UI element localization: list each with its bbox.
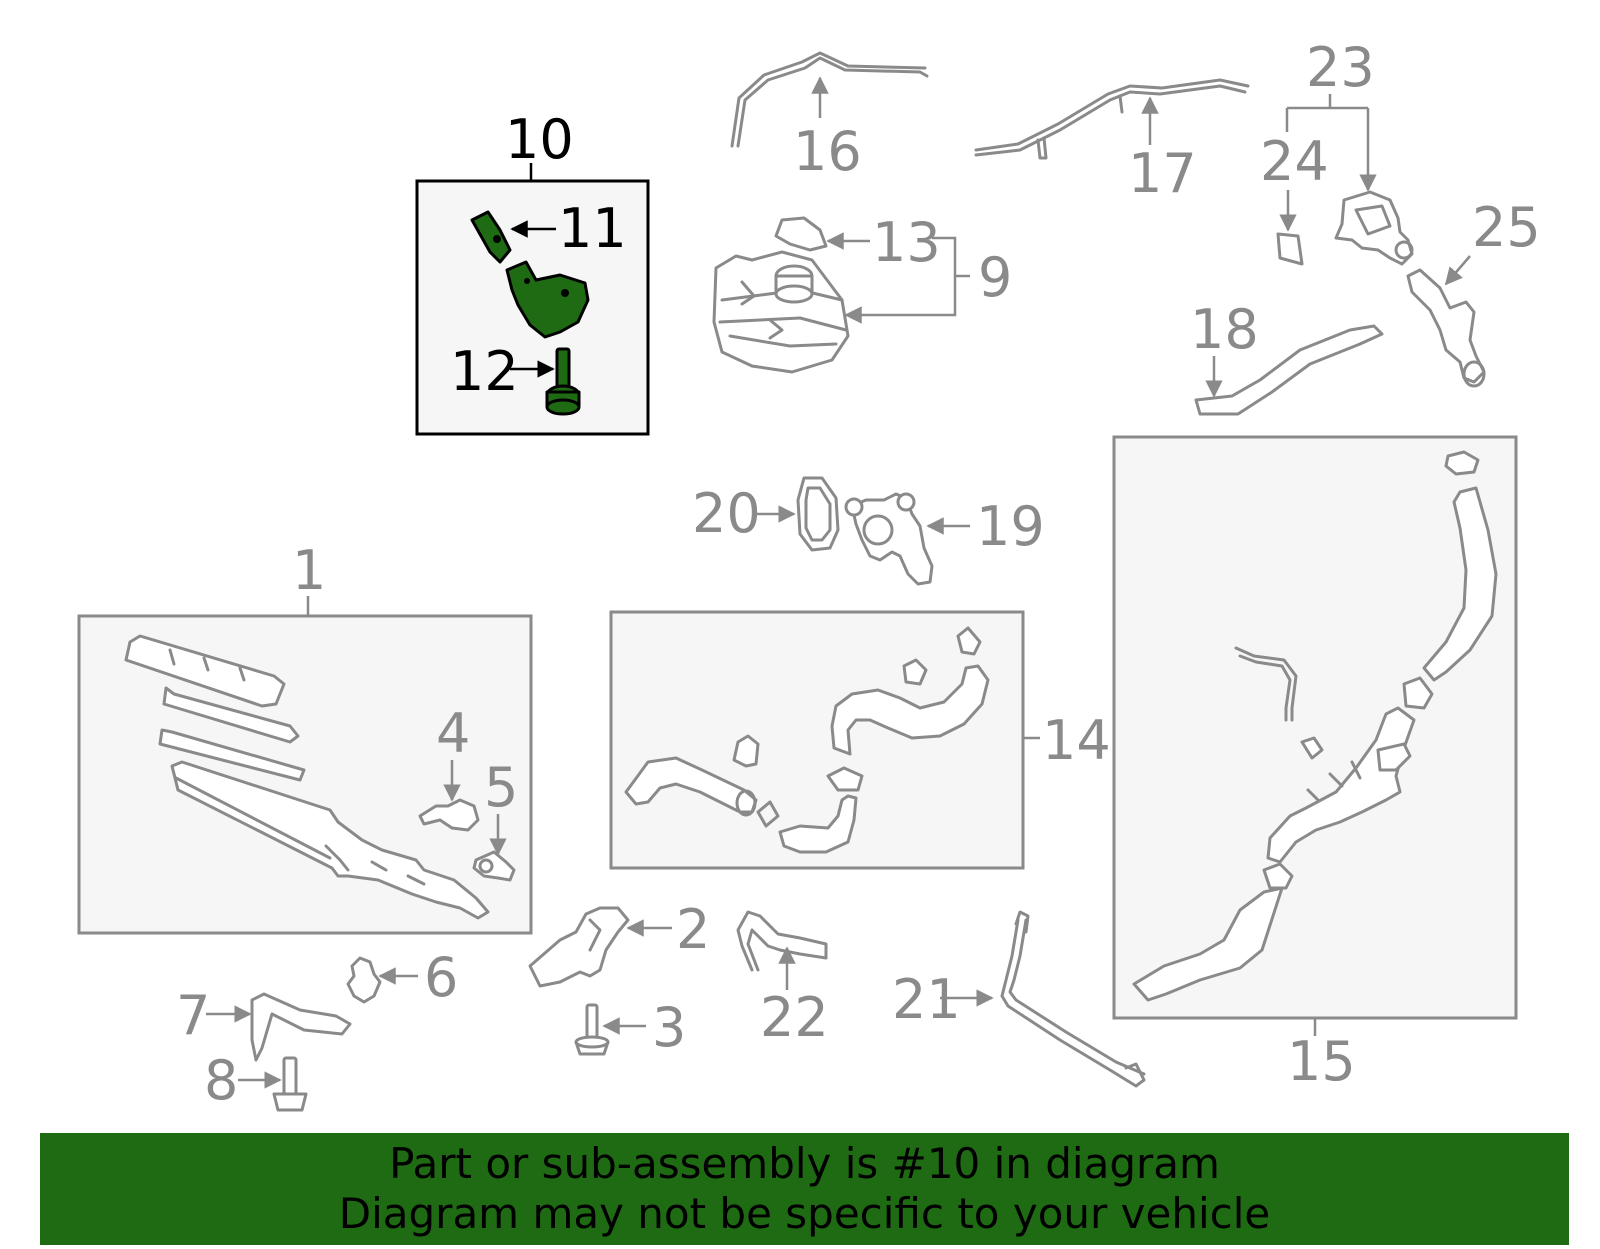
part-group-10[interactable]: 10 11 12: [415, 108, 650, 436]
callout-18: 18: [1190, 298, 1259, 361]
part-13-cap[interactable]: 13: [774, 211, 941, 274]
callout-17: 17: [1128, 142, 1197, 205]
callout-25: 25: [1472, 196, 1541, 259]
callout-11: 11: [558, 197, 627, 260]
callout-3: 3: [652, 996, 686, 1059]
callout-20: 20: [692, 482, 761, 545]
part-group-15[interactable]: 15: [1112, 435, 1518, 1093]
callout-16: 16: [793, 120, 862, 183]
part-23-thermostat-housing[interactable]: 23: [1285, 36, 1414, 266]
part-17-pipe[interactable]: 17: [974, 78, 1250, 205]
part-3-bolt[interactable]: 3: [574, 996, 686, 1059]
callout-15: 15: [1287, 1030, 1356, 1093]
callout-box-15: [1112, 435, 1518, 1020]
callout-14: 14: [1042, 709, 1111, 772]
banner-line-1: Part or sub-assembly is #10 in diagram: [389, 1139, 1220, 1188]
callout-19: 19: [976, 495, 1045, 558]
part-group-14[interactable]: 14: [609, 610, 1111, 870]
bolt-part: [555, 347, 571, 389]
callout-12: 12: [450, 340, 519, 403]
callout-10: 10: [505, 108, 574, 171]
part-4-sensor: [418, 798, 480, 832]
part-22-pipe[interactable]: 22: [736, 910, 829, 1049]
callout-1: 1: [292, 539, 326, 602]
callout-24: 24: [1260, 130, 1329, 193]
part-16-pipe[interactable]: 16: [730, 51, 929, 183]
callout-2: 2: [676, 898, 710, 961]
callout-9: 9: [978, 246, 1012, 309]
part-6-clip[interactable]: 6: [346, 946, 458, 1009]
part-group-1[interactable]: 1 4 5: [77, 539, 533, 935]
banner-line-2: Diagram may not be specific to your vehi…: [338, 1189, 1271, 1238]
callout-21: 21: [892, 968, 961, 1031]
callout-5: 5: [484, 756, 518, 819]
callout-box-14: [609, 610, 1025, 870]
callout-4: 4: [436, 702, 470, 765]
part-25-outlet-pipe[interactable]: 25: [1406, 196, 1541, 388]
clip-bracket-part: [470, 210, 512, 264]
part-19-water-pump[interactable]: 19: [844, 492, 1045, 586]
callout-7: 7: [176, 984, 210, 1047]
callout-13: 13: [872, 211, 941, 274]
part-24-gasket[interactable]: 24: [1260, 130, 1329, 266]
part-7-bracket[interactable]: 7: [176, 984, 352, 1062]
info-banner: Part or sub-assembly is #10 in diagram D…: [40, 1133, 1569, 1245]
callout-6: 6: [424, 946, 458, 1009]
part-9-reservoir[interactable]: [712, 250, 850, 374]
part-20-gasket[interactable]: 20: [692, 476, 840, 552]
callout-22: 22: [760, 986, 829, 1049]
part-8-bolt[interactable]: 8: [204, 1049, 308, 1112]
callout-23: 23: [1306, 36, 1375, 99]
part-2-bracket[interactable]: 2: [528, 898, 710, 988]
part-18-hose[interactable]: 18: [1190, 298, 1384, 416]
part-21-pipe[interactable]: 21: [892, 910, 1146, 1088]
callout-8: 8: [204, 1049, 238, 1112]
